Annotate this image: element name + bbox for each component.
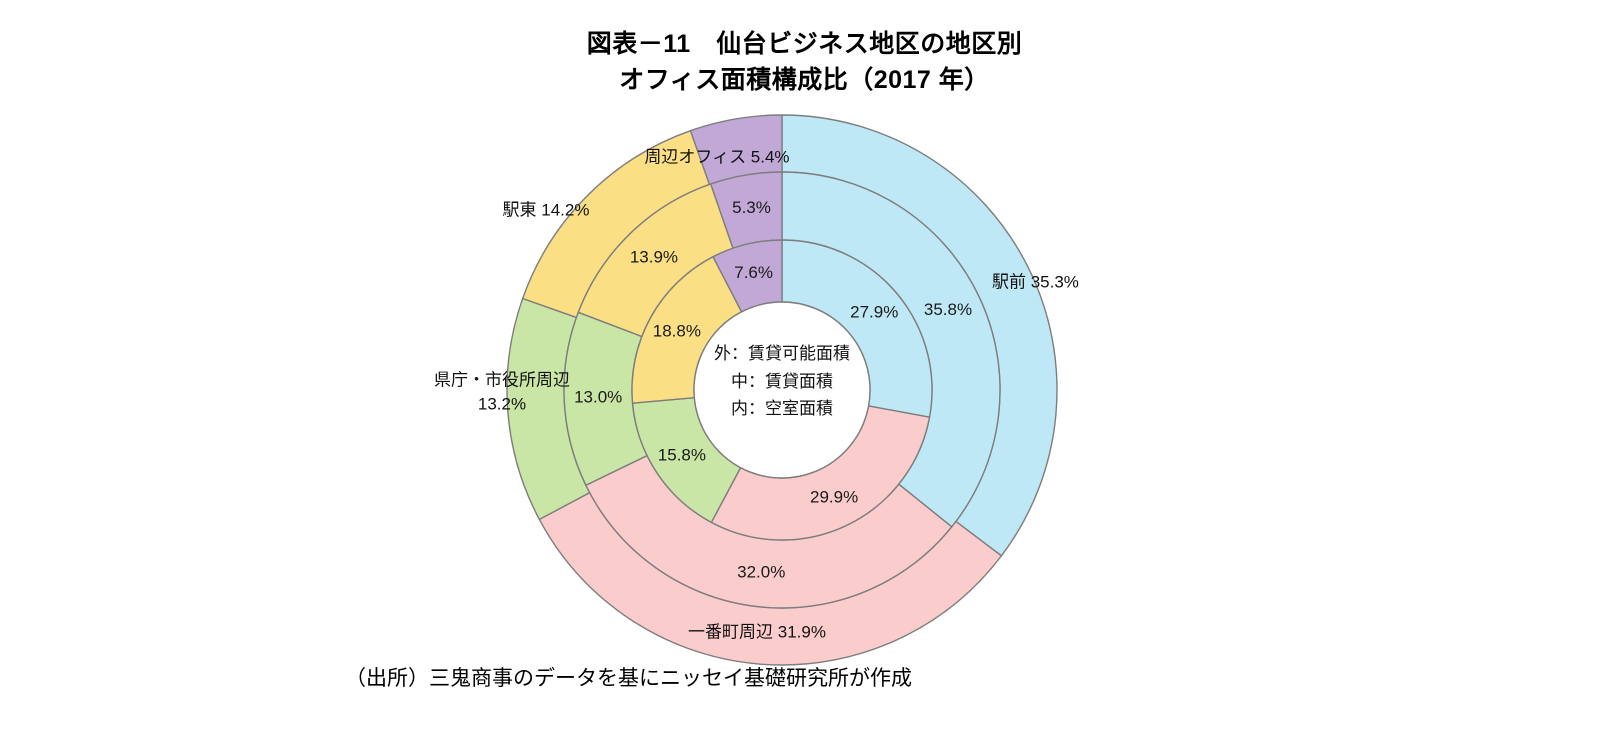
ring-inner-vacant-area <box>631 239 933 541</box>
page-title: 図表－11 仙台ビジネス地区の地区別 オフィス面積構成比（2017 年） <box>0 26 1609 99</box>
donut-center-hole <box>693 301 871 479</box>
callout-1: 一番町周辺 31.9% <box>688 622 826 641</box>
callout-2-line2: 13.2% <box>478 394 526 413</box>
center-legend-line-inner: 内：空室面積 <box>731 399 833 419</box>
title-line-2: オフィス面積構成比（2017 年） <box>619 66 990 95</box>
value-label-inner-4: 7.6% <box>734 263 773 282</box>
value-label-middle-0: 35.8% <box>924 300 972 319</box>
callout-4: 周辺オフィス 5.4% <box>644 147 789 166</box>
callout-0: 駅前 35.3% <box>992 272 1079 291</box>
center-legend-line-outer: 外：賃貸可能面積 <box>714 344 850 363</box>
value-label-inner-2: 15.8% <box>658 446 706 465</box>
value-label-middle-3: 13.9% <box>630 247 678 266</box>
value-label-inner-1: 29.9% <box>810 488 858 507</box>
callout-2-line1: 県庁・市役所周辺 <box>434 370 570 389</box>
segment-value-labels: 35.8% 32.0% 13.0% 13.9% 5.3% 27.9% 29.9% 15.8% 1… <box>574 198 972 581</box>
value-label-inner-0: 27.9% <box>850 303 898 322</box>
title-line-1: 図表－11 仙台ビジネス地区の地区別 <box>586 30 1023 58</box>
center-legend-line-middle: 中：賃貸面積 <box>731 371 833 391</box>
value-label-middle-2: 13.0% <box>574 388 622 407</box>
callout-3: 駅東 14.2% <box>503 200 590 219</box>
center-legend: 外：賃貸可能面積 中：賃貸面積 内：空室面積 <box>670 340 894 423</box>
value-label-inner-3: 18.8% <box>653 322 701 341</box>
value-label-middle-1: 32.0% <box>737 562 785 581</box>
source-note: （出所）三鬼商事のデータを基にニッセイ基礎研究所が作成 <box>345 667 912 690</box>
ring-outer-rentable-area <box>506 114 1058 666</box>
segment-category-callouts: 駅前 35.3% 一番町周辺 31.9% 県庁・市役所周辺 13.2% 駅東 14.2%… <box>434 147 1079 641</box>
value-label-middle-4: 5.3% <box>732 198 771 217</box>
